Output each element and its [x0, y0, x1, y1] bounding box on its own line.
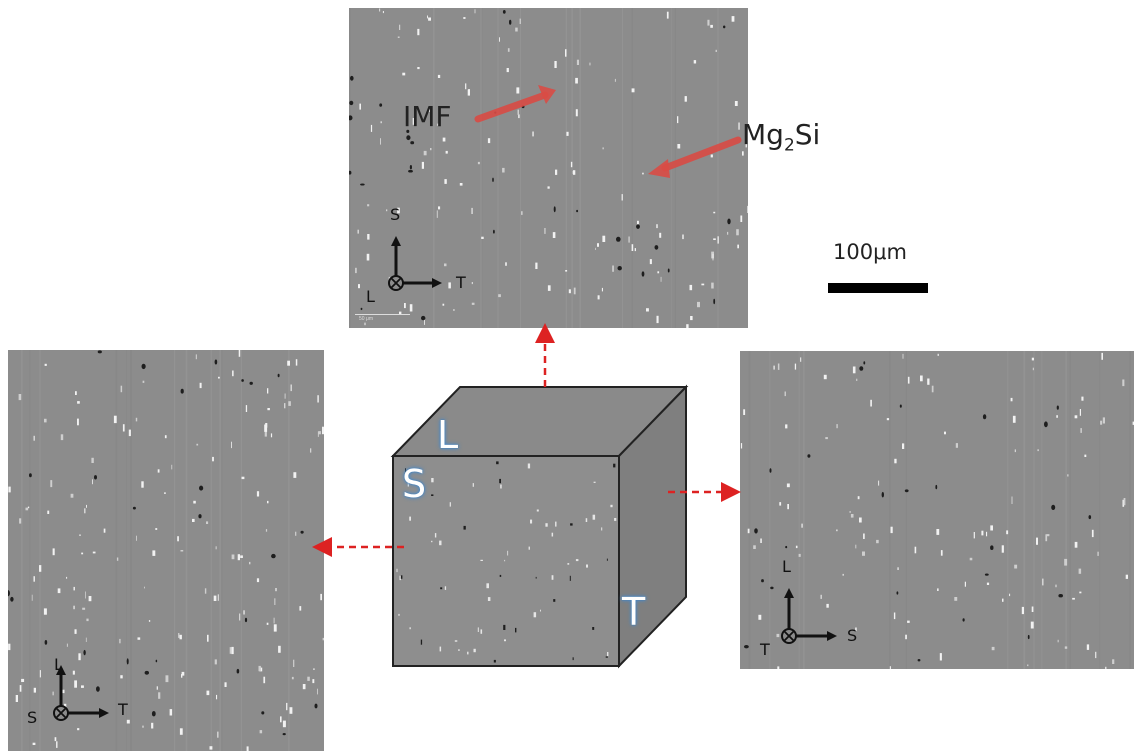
particles-left: [8, 350, 324, 751]
mg2si-label: Mg2Si: [742, 118, 820, 156]
inset-scale-bar: [355, 314, 410, 315]
scale-bar-label: 100μm: [833, 240, 907, 264]
cube-particles: [396, 461, 617, 663]
particles-right: [740, 351, 1134, 669]
imf-label: IMF: [403, 100, 452, 133]
top-axis-right-label: T: [456, 273, 466, 292]
micrograph-left: [8, 350, 324, 751]
left-axis-out-label: S: [27, 708, 38, 727]
cube-label-top-face: L: [437, 413, 459, 457]
inset-scale-label: 50 μm: [359, 316, 373, 322]
left-axis-up-label: L: [54, 655, 63, 674]
micrograph-right: [740, 351, 1134, 669]
mg2si-tail: Si: [794, 118, 821, 151]
right-axis-out-label: T: [760, 640, 770, 659]
micrograph-top: 50 μm: [349, 8, 748, 328]
right-axis-up-label: L: [782, 557, 791, 576]
top-axis-up-label: S: [390, 205, 401, 224]
cube-label-side-face: T: [622, 590, 646, 634]
left-axis-right-label: T: [118, 700, 128, 719]
top-axis-out-label: L: [366, 287, 375, 306]
mg2si-subscript: 2: [783, 135, 795, 156]
right-axis-right-label: S: [847, 626, 858, 645]
particles-top: [349, 8, 748, 328]
mg2si-main: Mg: [742, 118, 784, 151]
cube-front-face: [392, 455, 620, 667]
cube-label-front-face: S: [402, 462, 427, 506]
scale-bar: [828, 283, 928, 293]
